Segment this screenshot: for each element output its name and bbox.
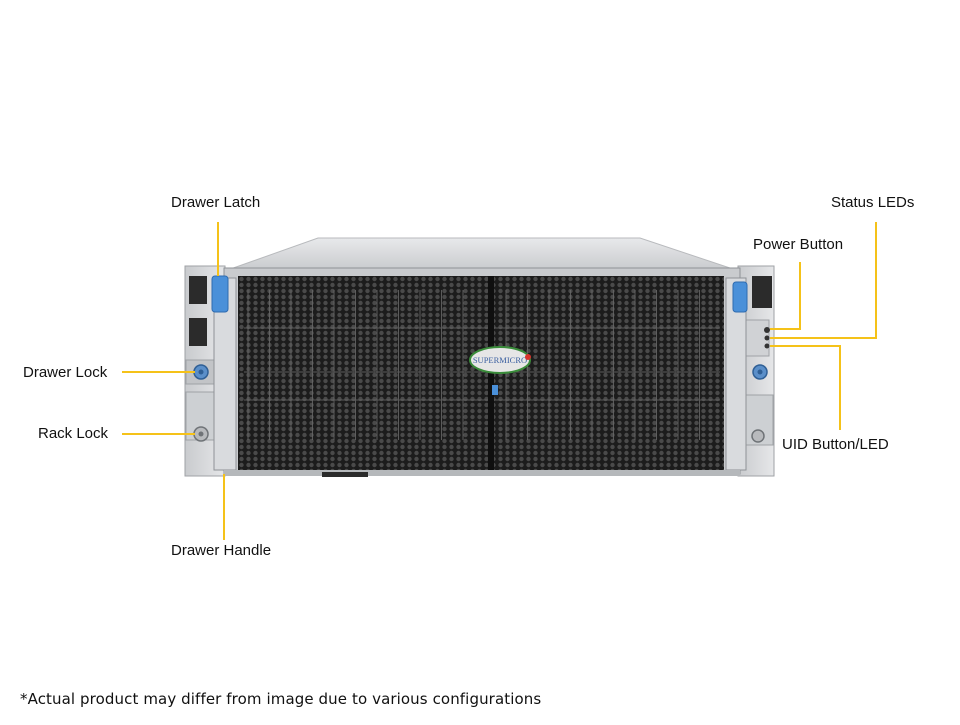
chassis-top-cover [221,237,743,273]
label-status-leds: Status LEDs [831,194,915,211]
callout-line-uid-button [770,345,841,430]
callout-lines [122,222,877,540]
chassis-bottom [224,470,740,476]
center-indicator [492,385,498,395]
label-uid-button-led: UID Button/LED [782,436,889,453]
label-drawer-latch: Drawer Latch [171,194,261,211]
label-drawer-handle: Drawer Handle [171,542,272,559]
label-rack-lock: Rack Lock [38,425,109,442]
logo-text: SUPERMICRO [473,355,527,365]
callout-line-power-button [770,262,801,330]
power-button-icon [764,327,770,333]
lock-knob-icon [193,426,209,442]
label-drawer-lock: Drawer Lock [23,364,108,381]
latch-icon [211,275,229,313]
latch-icon [732,281,748,313]
front-grille [238,276,724,470]
led-indicator-icon [764,343,770,349]
label-power-button: Power Button [753,236,844,253]
lock-knob-icon [751,429,765,443]
callout-line-status-leds [770,222,877,339]
supermicro-logo: SUPERMICRO [469,346,531,374]
led-indicator-icon [764,335,770,341]
lock-knob-icon [752,364,768,380]
footnote: *Actual product may differ from image du… [20,690,542,708]
lock-knob-icon [193,364,209,380]
